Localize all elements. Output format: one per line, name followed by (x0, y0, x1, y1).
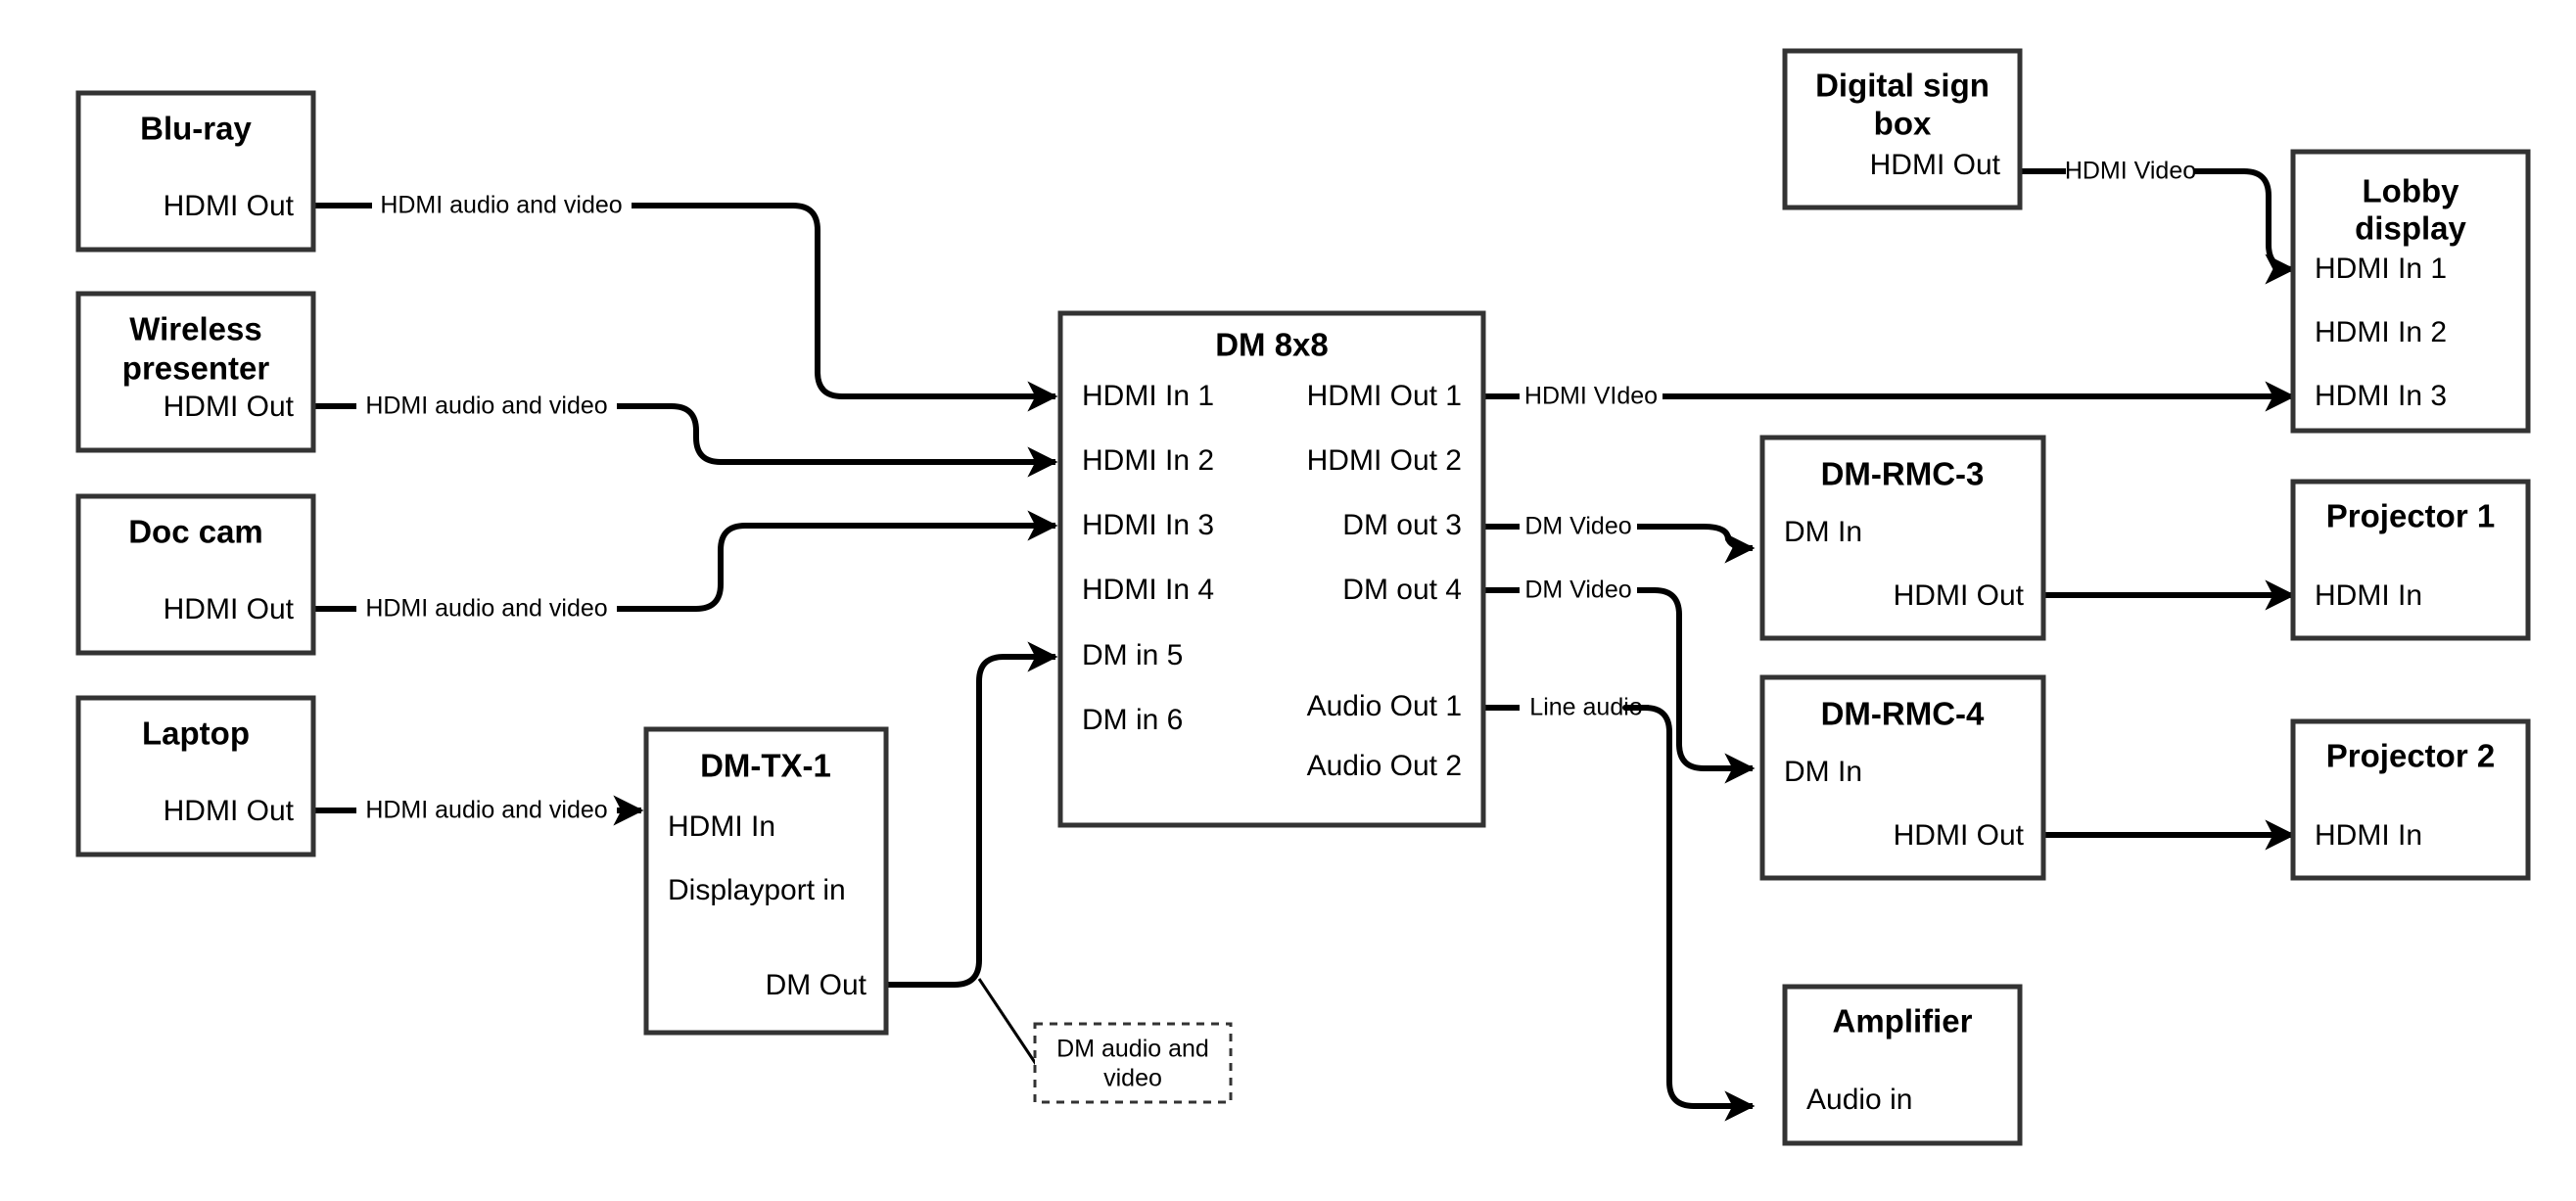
lobby-display-box[interactable] (2290, 149, 2531, 434)
dm-rmc-3-box[interactable] (1759, 435, 2046, 641)
dm-tx-1-port-dm-out: DM Out (766, 969, 867, 1001)
dm-tx-1-port-displayport-in: Displayport in (668, 874, 846, 906)
dm-8x8-box[interactable] (1057, 310, 1486, 828)
lobby-display-input-1: HDMI In 1 (2315, 253, 2447, 285)
projector-1-port-hdmi-in: HDMI In (2315, 579, 2422, 612)
dm-8x8-output-6: Audio Out 2 (1307, 750, 1462, 782)
wire-label-dmout4: DM Video (1524, 577, 1631, 604)
wire-laptop-to-dmtx1: HDMI audio and video (313, 795, 644, 826)
device-lobby-display[interactable]: Lobby display HDMI In 1 HDMI In 2 HDMI I… (2290, 149, 2531, 434)
dm-audio-video-note-line2: video (1103, 1065, 1162, 1092)
dm-tx-1-box[interactable] (643, 726, 889, 1036)
doc-cam-box[interactable] (75, 493, 316, 656)
digital-sign-box-rect[interactable] (1782, 48, 2023, 210)
device-projector-1[interactable]: Projector 1 HDMI In (2290, 479, 2531, 641)
wire-label-signbox: HDMI Video (2065, 158, 2196, 185)
wire-hdmiout1-to-lobby: HDMI VIdeo (1483, 381, 2296, 412)
wire-label-audioout1: Line audio (1529, 694, 1642, 721)
projector-2-box[interactable] (2290, 718, 2531, 881)
dm-8x8-input-2: HDMI In 2 (1082, 444, 1214, 477)
wire-doccam-to-dm8x8: HDMI audio and video (313, 510, 1058, 623)
device-dm-rmc-3[interactable]: DM-RMC-3 DM In HDMI Out (1759, 435, 2046, 641)
device-amplifier[interactable]: Amplifier Audio in (1782, 984, 2023, 1146)
lobby-display-title-line2: display (2355, 210, 2466, 247)
digital-sign-box-title-line1: Digital sign (1815, 68, 1990, 104)
wire-audioout1-to-amp: Line audio (1483, 694, 1756, 1122)
lobby-display-input-3: HDMI In 3 (2315, 380, 2447, 412)
doc-cam-port-hdmi-out: HDMI Out (164, 593, 295, 625)
dm-8x8-input-1: HDMI In 1 (1082, 380, 1214, 412)
wire-bluray-to-dm8x8: HDMI audio and video (313, 192, 1058, 412)
dm-audio-video-note-line1: DM audio and (1056, 1036, 1209, 1063)
lobby-display-input-2: HDMI In 2 (2315, 316, 2447, 348)
lobby-display-title-line1: Lobby (2363, 173, 2460, 209)
note-dm-audio-and-video: DM audio and video (1033, 1022, 1233, 1104)
dm-rmc-4-port-dm-in: DM In (1784, 756, 1862, 788)
dm-8x8-output-2: HDMI Out 2 (1307, 444, 1462, 477)
laptop-title: Laptop (142, 716, 250, 752)
bluray-port-hdmi-out: HDMI Out (164, 190, 295, 222)
dm-8x8-input-5: DM in 5 (1082, 639, 1183, 671)
dm-rmc-3-title: DM-RMC-3 (1821, 456, 1985, 492)
wireless-presenter-box[interactable] (75, 291, 316, 453)
digital-sign-box-port-hdmi-out: HDMI Out (1870, 149, 2001, 181)
dm-audio-video-note-box (1033, 1022, 1233, 1104)
dm-8x8-output-5: Audio Out 1 (1307, 690, 1462, 722)
device-bluray[interactable]: Blu-ray HDMI Out (75, 90, 316, 253)
wire-label-bluray: HDMI audio and video (380, 192, 622, 219)
device-projector-2[interactable]: Projector 2 HDMI In (2290, 718, 2531, 881)
wire-signbox-to-lobby: HDMI Video (2019, 158, 2296, 285)
digital-sign-box-title-line2: box (1874, 106, 1932, 142)
dm-8x8-input-3: HDMI In 3 (1082, 509, 1214, 541)
device-dm-8x8[interactable]: DM 8x8 HDMI In 1 HDMI In 2 HDMI In 3 HDM… (1057, 310, 1486, 828)
dm-rmc-4-port-hdmi-out: HDMI Out (1894, 819, 2025, 852)
wire-label-hdmiout1: HDMI VIdeo (1524, 383, 1658, 410)
dm-rmc-3-port-hdmi-out: HDMI Out (1894, 579, 2025, 612)
projector-1-title: Projector 1 (2326, 498, 2495, 534)
wire-label-wireless: HDMI audio and video (365, 393, 607, 420)
amplifier-title: Amplifier (1832, 1003, 1972, 1039)
dm-8x8-input-4: HDMI In 4 (1082, 574, 1214, 606)
dm-8x8-output-3: DM out 3 (1342, 509, 1462, 541)
projector-1-box[interactable] (2290, 479, 2531, 641)
wire-wireless-to-dm8x8: HDMI audio and video (313, 393, 1058, 478)
bluray-title: Blu-ray (140, 111, 252, 147)
wireless-presenter-title-line1: Wireless (129, 311, 261, 347)
dm-8x8-output-1: HDMI Out 1 (1307, 380, 1462, 412)
device-dm-rmc-4[interactable]: DM-RMC-4 DM In HDMI Out (1759, 674, 2046, 881)
dm-rmc-4-title: DM-RMC-4 (1821, 696, 1985, 732)
dm-rmc-4-box[interactable] (1759, 674, 2046, 881)
dm-tx-1-port-hdmi-in: HDMI In (668, 810, 775, 843)
dm-tx-1-title: DM-TX-1 (700, 748, 831, 784)
device-wireless-presenter[interactable]: Wireless presenter HDMI Out (75, 291, 316, 453)
device-doc-cam[interactable]: Doc cam HDMI Out (75, 493, 316, 656)
laptop-box[interactable] (75, 695, 316, 857)
dm-8x8-title: DM 8x8 (1215, 327, 1329, 363)
projector-2-title: Projector 2 (2326, 738, 2495, 774)
wireless-presenter-port-hdmi-out: HDMI Out (164, 391, 295, 423)
projector-2-port-hdmi-in: HDMI In (2315, 819, 2422, 852)
device-digital-sign-box[interactable]: Digital sign box HDMI Out (1782, 48, 2023, 210)
amplifier-box[interactable] (1782, 984, 2023, 1146)
wire-dmout3-to-rmc3: DM Video (1483, 513, 1756, 564)
device-laptop[interactable]: Laptop HDMI Out (75, 695, 316, 857)
wireless-presenter-title-line2: presenter (122, 350, 270, 387)
dm-8x8-input-6: DM in 6 (1082, 704, 1183, 736)
amplifier-port-audio-in: Audio in (1806, 1084, 1912, 1116)
wire-label-laptop: HDMI audio and video (365, 797, 607, 824)
wire-label-doccam: HDMI audio and video (365, 595, 607, 623)
laptop-port-hdmi-out: HDMI Out (164, 795, 295, 827)
dm-8x8-output-4: DM out 4 (1342, 574, 1462, 606)
dm-rmc-3-port-dm-in: DM In (1784, 516, 1862, 548)
wire-dmout4-to-rmc4: DM Video (1483, 577, 1756, 784)
doc-cam-title: Doc cam (128, 514, 263, 550)
bluray-box[interactable] (75, 90, 316, 253)
wire-dmtx1-to-dm8x8 (886, 641, 1058, 1068)
device-dm-tx-1[interactable]: DM-TX-1 HDMI In Displayport in DM Out (643, 726, 889, 1036)
wire-label-dmout3: DM Video (1524, 513, 1631, 540)
